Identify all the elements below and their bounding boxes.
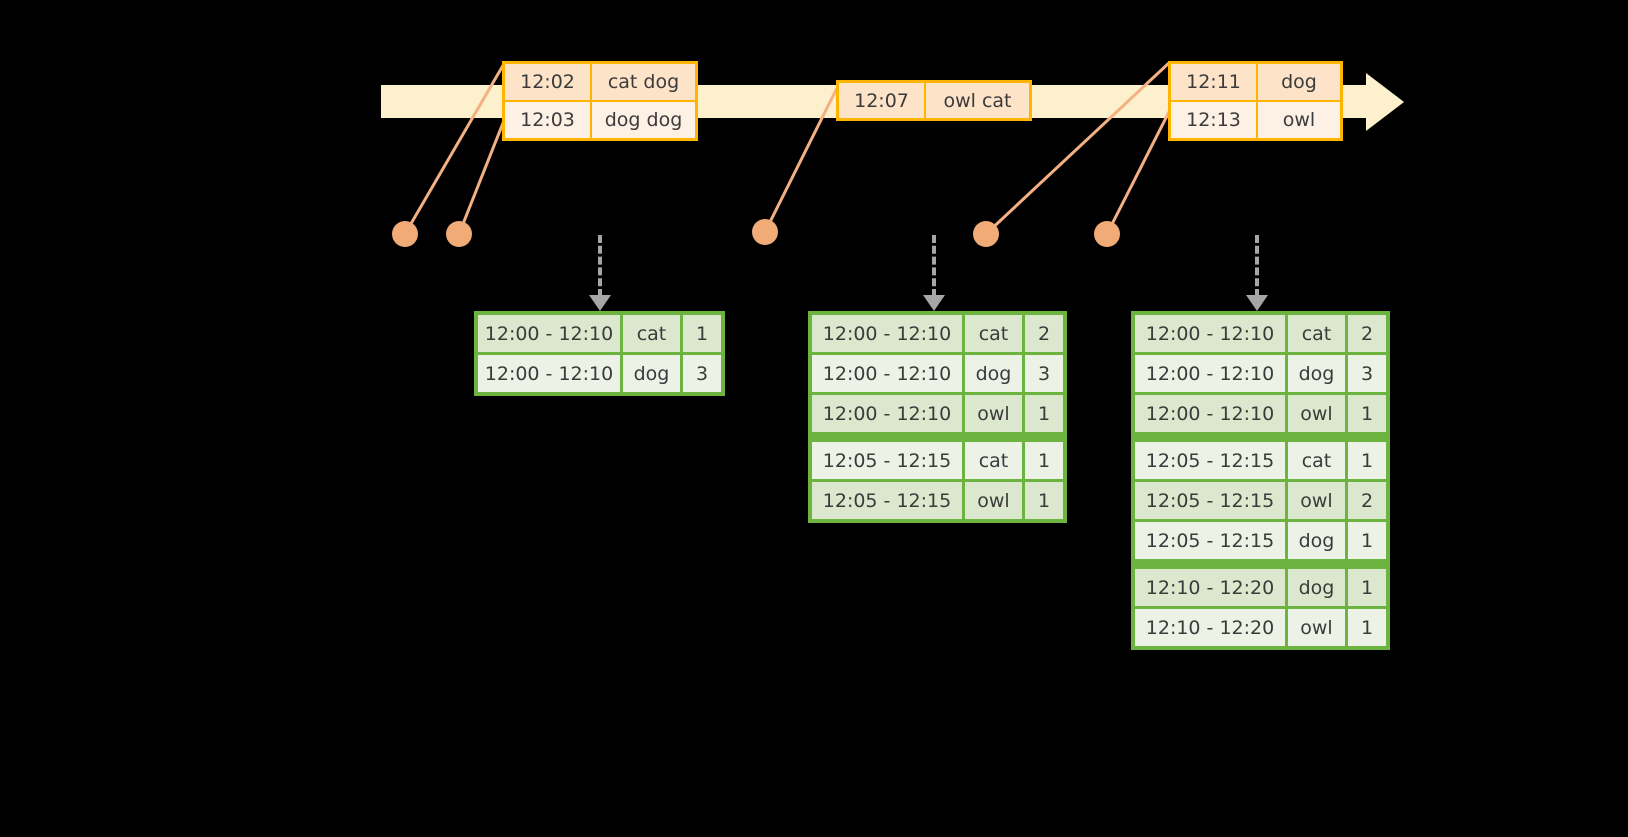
table-cell-window: 12:00 - 12:10 (1135, 355, 1285, 392)
table-cell-key: dog (965, 355, 1022, 392)
table-cell-window: 12:00 - 12:10 (478, 355, 620, 392)
flow-arrow-1 (589, 235, 611, 311)
arrow-head-icon (589, 295, 611, 311)
table-cell-count: 2 (1025, 315, 1063, 352)
table-cell-key: dog (1288, 522, 1345, 559)
table-cell-count: 1 (1025, 395, 1063, 432)
timeline-arrowhead-icon (1366, 73, 1404, 131)
event-row: 12:03 dog dog (505, 100, 695, 138)
event-card-1: 12:02 cat dog 12:03 dog dog (502, 61, 698, 141)
table-cell-count: 1 (1348, 569, 1386, 606)
table-cell-window: 12:00 - 12:10 (812, 355, 962, 392)
table-cell-key: dog (623, 355, 680, 392)
event-dot-5 (1094, 221, 1120, 247)
flow-arrow-2 (923, 235, 945, 311)
event-row: 12:07 owl cat (839, 83, 1029, 118)
event-value: owl (1282, 109, 1316, 131)
table-cell-window: 12:05 - 12:15 (812, 482, 962, 519)
flow-arrow-3 (1246, 235, 1268, 311)
event-row: 12:02 cat dog (505, 64, 695, 100)
table-cell-window: 12:00 - 12:10 (812, 315, 962, 352)
event-value: cat dog (607, 71, 680, 93)
table-cell-window: 12:00 - 12:10 (1135, 315, 1285, 352)
event-value: owl cat (943, 89, 1012, 112)
table-cell-count: 3 (1025, 355, 1063, 392)
table-cell-key: cat (1288, 315, 1345, 352)
table-cell-count: 2 (1348, 315, 1386, 352)
table-cell-window: 12:00 - 12:10 (478, 315, 620, 352)
table-cell-count: 1 (1348, 609, 1386, 646)
event-time: 12:03 (505, 102, 592, 138)
table-group-separator (1135, 435, 1386, 439)
event-time: 12:07 (839, 83, 926, 118)
table-cell-count: 1 (1025, 482, 1063, 519)
event-row: 12:13 owl (1171, 100, 1340, 138)
event-card-2: 12:07 owl cat (836, 80, 1032, 121)
event-time: 12:13 (1171, 102, 1258, 138)
table-cell-count: 1 (1025, 442, 1063, 479)
table-cell-window: 12:05 - 12:15 (1135, 442, 1285, 479)
table-cell-key: cat (965, 442, 1022, 479)
table-cell-count: 3 (683, 355, 721, 392)
event-value: dog dog (604, 109, 683, 131)
table-cell-window: 12:10 - 12:20 (1135, 569, 1285, 606)
event-row: 12:11 dog (1171, 64, 1340, 100)
table-cell-key: cat (623, 315, 680, 352)
arrow-head-icon (923, 295, 945, 311)
event-card-3: 12:11 dog 12:13 owl (1168, 61, 1343, 141)
table-cell-count: 3 (1348, 355, 1386, 392)
table-cell-key: cat (1288, 442, 1345, 479)
event-dot-1 (392, 221, 418, 247)
event-dot-2 (446, 221, 472, 247)
table-cell-window: 12:00 - 12:10 (812, 395, 962, 432)
event-time: 12:11 (1171, 64, 1258, 100)
table-cell-window: 12:10 - 12:20 (1135, 609, 1285, 646)
event-dot-4 (973, 221, 999, 247)
table-cell-key: owl (1288, 482, 1345, 519)
table-cell-count: 1 (683, 315, 721, 352)
table-cell-count: 1 (1348, 522, 1386, 559)
table-cell-count: 1 (1348, 395, 1386, 432)
table-cell-window: 12:00 - 12:10 (1135, 395, 1285, 432)
table-cell-key: dog (1288, 355, 1345, 392)
arrow-head-icon (1246, 295, 1268, 311)
table-cell-key: owl (1288, 609, 1345, 646)
table-cell-window: 12:05 - 12:15 (1135, 522, 1285, 559)
table-cell-key: dog (1288, 569, 1345, 606)
table-group-separator (812, 435, 1063, 439)
table-cell-count: 2 (1348, 482, 1386, 519)
table-cell-key: cat (965, 315, 1022, 352)
table-cell-key: owl (1288, 395, 1345, 432)
event-value: dog (1281, 71, 1317, 93)
table-cell-window: 12:05 - 12:15 (1135, 482, 1285, 519)
table-cell-key: owl (965, 482, 1022, 519)
table-group-separator (1135, 562, 1386, 566)
event-time: 12:02 (505, 64, 592, 100)
table-cell-count: 1 (1348, 442, 1386, 479)
table-cell-key: owl (965, 395, 1022, 432)
table-cell-window: 12:05 - 12:15 (812, 442, 962, 479)
event-dot-3 (752, 219, 778, 245)
